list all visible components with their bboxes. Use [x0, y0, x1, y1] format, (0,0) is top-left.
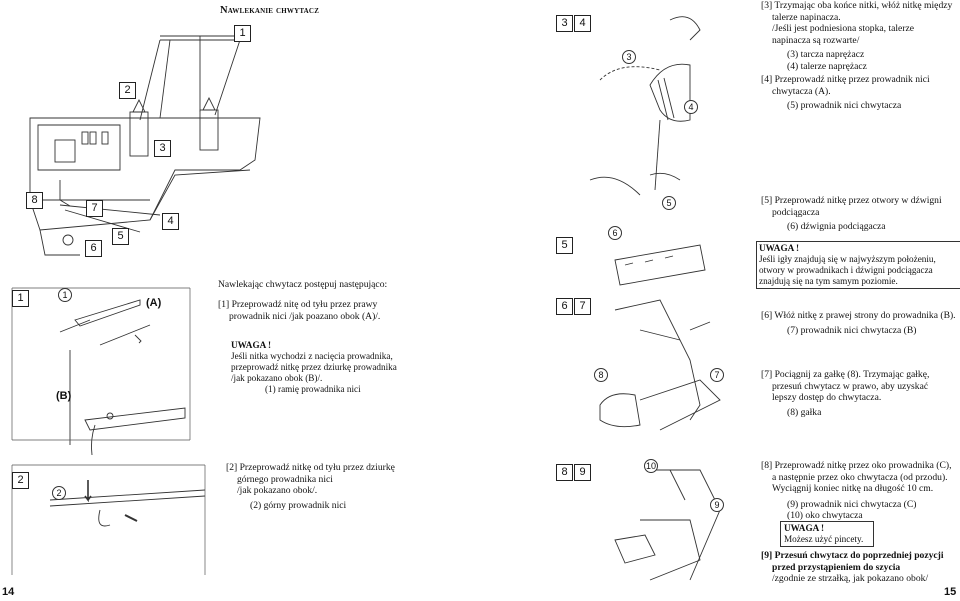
step-8-line-2: a następnie przez oko chwytacza (od przo…: [772, 471, 948, 483]
section-title: Nawlekanie chwytacz: [220, 5, 320, 16]
step-4-line-2: chwytacza (A).: [772, 85, 831, 97]
step-8-line-3: Wyciągnij koniec nitkę na długość 10 cm.: [772, 483, 934, 494]
page-number-right: 15: [944, 586, 957, 598]
part-10-label: (10) oko chwytacza: [787, 510, 863, 521]
part-1-label: (1) ramię prowadnika nici: [265, 384, 361, 394]
step-6-line-1: [6] Włóż nitkę z prawej strony do prowad…: [761, 310, 956, 321]
callout-box-6: 6: [85, 240, 102, 257]
step-7-line-3: lepszy dostęp do chwytacza.: [772, 392, 882, 403]
circle-callout-9: 9: [710, 498, 724, 512]
warning-line-3: /jak pokazano obok (B)/.: [231, 373, 323, 383]
step-3-line-1: [3] Trzymając oba końce nitki, włóż nitk…: [761, 0, 953, 11]
warning-label: UWAGA !: [231, 340, 272, 350]
part-2-label: (2) górny prowadnik nici: [250, 499, 347, 511]
step-9-line-3: /zgodnie ze strzałką, jak pokazano obok/: [772, 573, 929, 584]
step-6-text: [6] Włóż nitkę z prawej strony do prowad…: [761, 310, 960, 336]
page-number-left: 14: [2, 586, 15, 598]
step-7-line-1: [7] Pociągnij za gałkę (8). Trzymając ga…: [761, 369, 930, 380]
warning-line-2: przeprowadź nitkę przez dziurkę prowadni…: [231, 362, 397, 372]
step-1-line-1: [1] Przeprowadź nitę od tyłu przez prawy: [218, 299, 378, 310]
label-a: (A): [146, 297, 162, 309]
part-3-label: (3) tarcza naprężacz: [787, 49, 865, 60]
callout-box-4: 4: [162, 213, 179, 230]
step-1-line-2: prowadnik nici /jak poazano obok (A)/.: [229, 310, 381, 322]
warning-right-line-1: Jeśli igły znajdują się w najwyższym poł…: [759, 254, 936, 264]
circle-callout-3: 3: [622, 50, 636, 64]
circle-callout-5: 5: [662, 196, 676, 210]
intro-text: Nawlekając chwytacz postępuj następująco…: [218, 279, 388, 290]
part-7-label: (7) prowadnik nici chwytacza (B): [787, 324, 917, 336]
step-box-6: 6: [556, 298, 573, 315]
callout-box-8: 8: [26, 192, 43, 209]
step-4-line-1: [4] Przeprowadź nitkę przez prowadnik ni…: [761, 74, 930, 85]
part-6-label: (6) dźwignia podciągacza: [787, 221, 886, 232]
part-4-label: (4) talerze naprężacz: [787, 60, 867, 72]
warning-line-1: Jeśli nitka wychodzi z nacięcia prowadni…: [231, 351, 393, 361]
callout-box-1: 1: [234, 25, 251, 42]
warning-tweezers-text: Możesz użyć pincety.: [784, 534, 864, 544]
warning-right-label: UWAGA !: [759, 243, 800, 253]
part-9-label: (9) prowadnik nici chwytacza (C): [787, 498, 917, 510]
step-3-line-2: talerze napinacza.: [772, 11, 841, 23]
step-5-text: [5] Przeprowadź nitkę przez otwory w dźw…: [761, 195, 960, 233]
step-8-text: [8] Przeprowadź nitkę przez oko prowadni…: [761, 460, 960, 522]
circle-callout-6: 6: [608, 226, 622, 240]
circle-callout-4: 4: [684, 100, 698, 114]
step-2-line-2: górnego prowadnika nici: [237, 473, 333, 485]
warning-right-line-3: znajdują się na tym samym poziomie.: [759, 276, 898, 286]
step-9-line-2: przed przystąpieniem do szycia: [772, 561, 901, 573]
circle-callout-1: 1: [58, 288, 72, 302]
step-5-line-2: podciągacza: [772, 206, 820, 218]
part-8-label: (8) gałka: [787, 406, 822, 418]
circle-callout-7: 7: [710, 368, 724, 382]
step-3-text: [3] Trzymając oba końce nitki, włóż nitk…: [761, 0, 960, 112]
warning-block-left: UWAGA ! Jeśli nitka wychodzi z nacięcia …: [231, 340, 451, 395]
step-box-1: 1: [12, 290, 29, 307]
step-9-text: [9] Przesuń chwytacz do poprzedniej pozy…: [761, 550, 960, 585]
step-1-text: [1] Przeprowadź nitę od tyłu przez prawy…: [218, 299, 448, 322]
step-7-line-2: przesuń chwytacz w prawo, aby uzyskać: [772, 380, 929, 392]
step-box-5: 5: [556, 237, 573, 254]
label-b: (B): [56, 390, 72, 402]
step-box-9: 9: [574, 464, 591, 481]
step-box-7: 7: [574, 298, 591, 315]
warning-block-tweezers: UWAGA ! Możesz użyć pincety.: [780, 521, 874, 547]
step-9-line-1: [9] Przesuń chwytacz do poprzedniej pozy…: [761, 550, 944, 561]
callout-box-2: 2: [119, 82, 136, 99]
step-5-line-1: [5] Przeprowadź nitkę przez otwory w dźw…: [761, 195, 942, 206]
step-3-line-4: napinacza są rozwarte/: [772, 34, 860, 46]
step-box-3: 3: [556, 15, 573, 32]
warning-right-line-2: otwory w prowadnikach i dźwigni podciąga…: [759, 265, 933, 275]
circle-callout-8: 8: [594, 368, 608, 382]
callout-box-5: 5: [112, 228, 129, 245]
callout-box-3: 3: [154, 140, 171, 157]
step-8-line-1: [8] Przeprowadź nitkę przez oko prowadni…: [761, 460, 952, 471]
circle-callout-10: 10: [644, 459, 658, 473]
step-2-line-1: [2] Przeprowadź nitkę od tyłu przez dziu…: [226, 462, 395, 473]
warning-tweezers-label: UWAGA !: [784, 523, 825, 533]
step-7-text: [7] Pociągnij za gałkę (8). Trzymając ga…: [761, 369, 960, 418]
step-box-2: 2: [12, 472, 29, 489]
circle-callout-2: 2: [52, 486, 66, 500]
warning-block-right: UWAGA ! Jeśli igły znajdują się w najwyż…: [756, 241, 960, 289]
step-box-4: 4: [574, 15, 591, 32]
step-2-text: [2] Przeprowadź nitkę od tyłu przez dziu…: [226, 462, 456, 511]
part-5-label: (5) prowadnik nici chwytacza: [787, 100, 902, 111]
step-2-line-3: /jak pokazano obok/.: [237, 485, 318, 496]
callout-box-7: 7: [86, 200, 103, 217]
step-3-line-3: /Jeśli jest podniesiona stopka, talerze: [772, 23, 915, 34]
step-box-8: 8: [556, 464, 573, 481]
